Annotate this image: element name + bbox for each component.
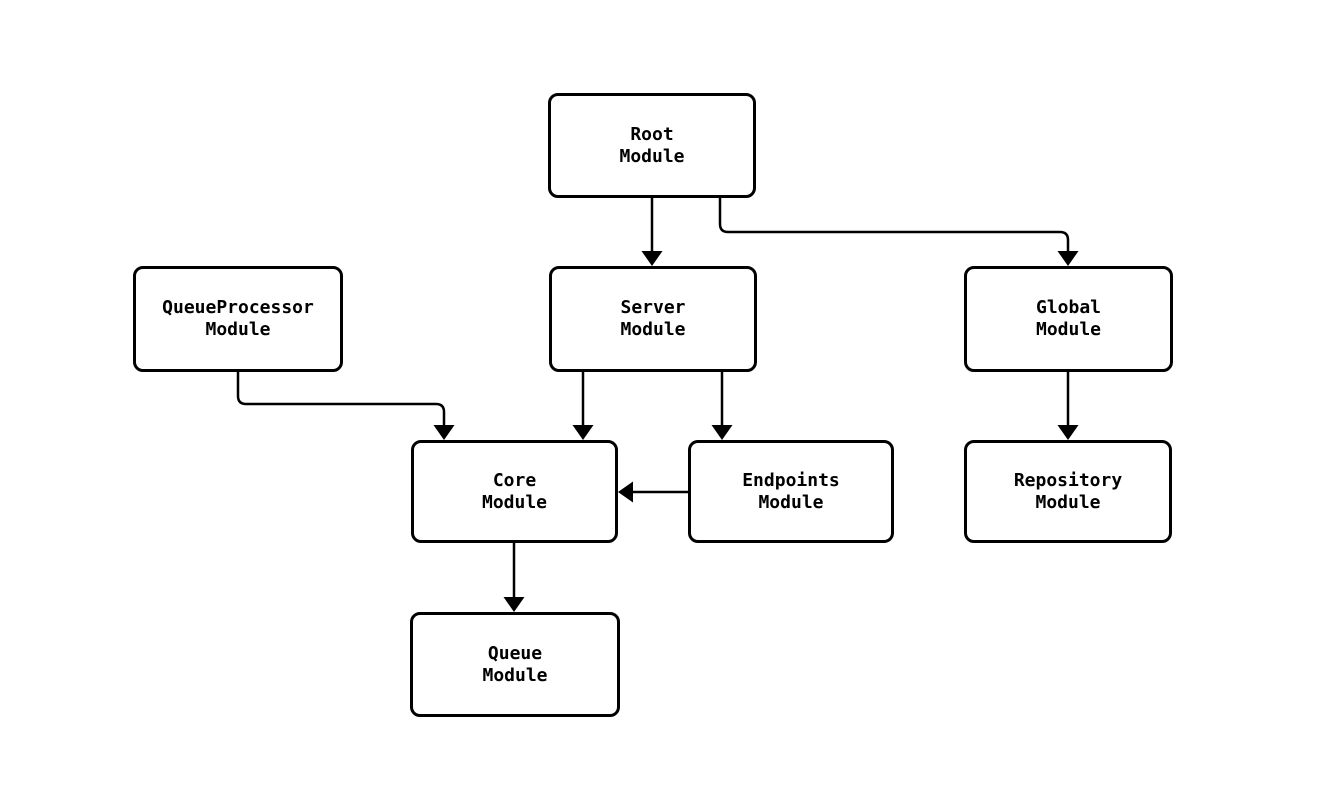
node-repository-module-label: Repository Module [1013,469,1123,513]
edge-root-to-global [718,198,1079,266]
node-server-module-label: Server Module [620,297,686,340]
node-global-module-label: Global Module [1035,297,1102,340]
node-endpoints-module: Endpoints Module [688,440,894,543]
node-root-module-label: Root Module [619,123,685,167]
node-server-module: Server Module [549,266,757,372]
edge-server-to-endpoints [711,372,733,440]
node-core-module-label: Core Module [481,469,548,513]
node-endpoints-module-label: Endpoints Module [742,469,840,513]
node-global-module: Global Module [964,266,1173,372]
node-queueprocessor-module: QueueProcessor Module [133,266,343,372]
edge-server-to-core [572,372,594,440]
edge-queueprocessor-to-core [236,372,455,440]
edge-root-to-server [641,198,663,266]
node-repository-module: Repository Module [964,440,1172,543]
node-queueprocessor-module-label: QueueProcessor Module [162,297,314,340]
node-core-module: Core Module [411,440,618,543]
node-queue-module-label: Queue Module [482,642,548,686]
node-root-module: Root Module [548,93,756,198]
edge-endpoints-to-core [618,481,688,503]
node-queue-module: Queue Module [410,612,620,717]
edge-global-to-repository [1057,372,1079,440]
edge-core-to-queue [503,543,525,612]
